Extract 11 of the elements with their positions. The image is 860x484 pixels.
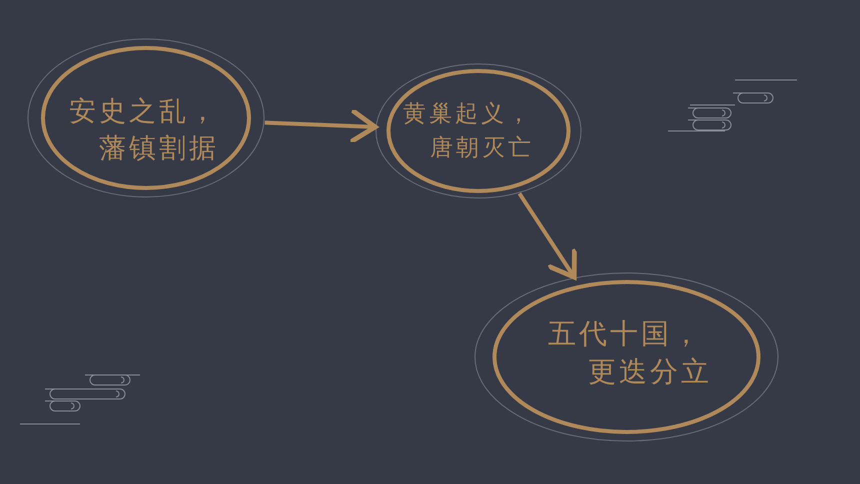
arrow <box>264 108 378 144</box>
event-text: 藩镇割据 <box>99 135 219 162</box>
event-text: 更迭分立 <box>588 358 712 386</box>
oval-node <box>375 63 582 199</box>
event-text: 安史之乱， <box>69 98 219 125</box>
event-text: 五代十国， <box>548 320 703 348</box>
arrow <box>518 192 577 280</box>
event-text: 黄巢起义， <box>403 103 533 126</box>
oval-node <box>27 38 265 198</box>
oval-node <box>474 272 779 442</box>
event-text: 唐朝灭亡 <box>430 137 534 160</box>
